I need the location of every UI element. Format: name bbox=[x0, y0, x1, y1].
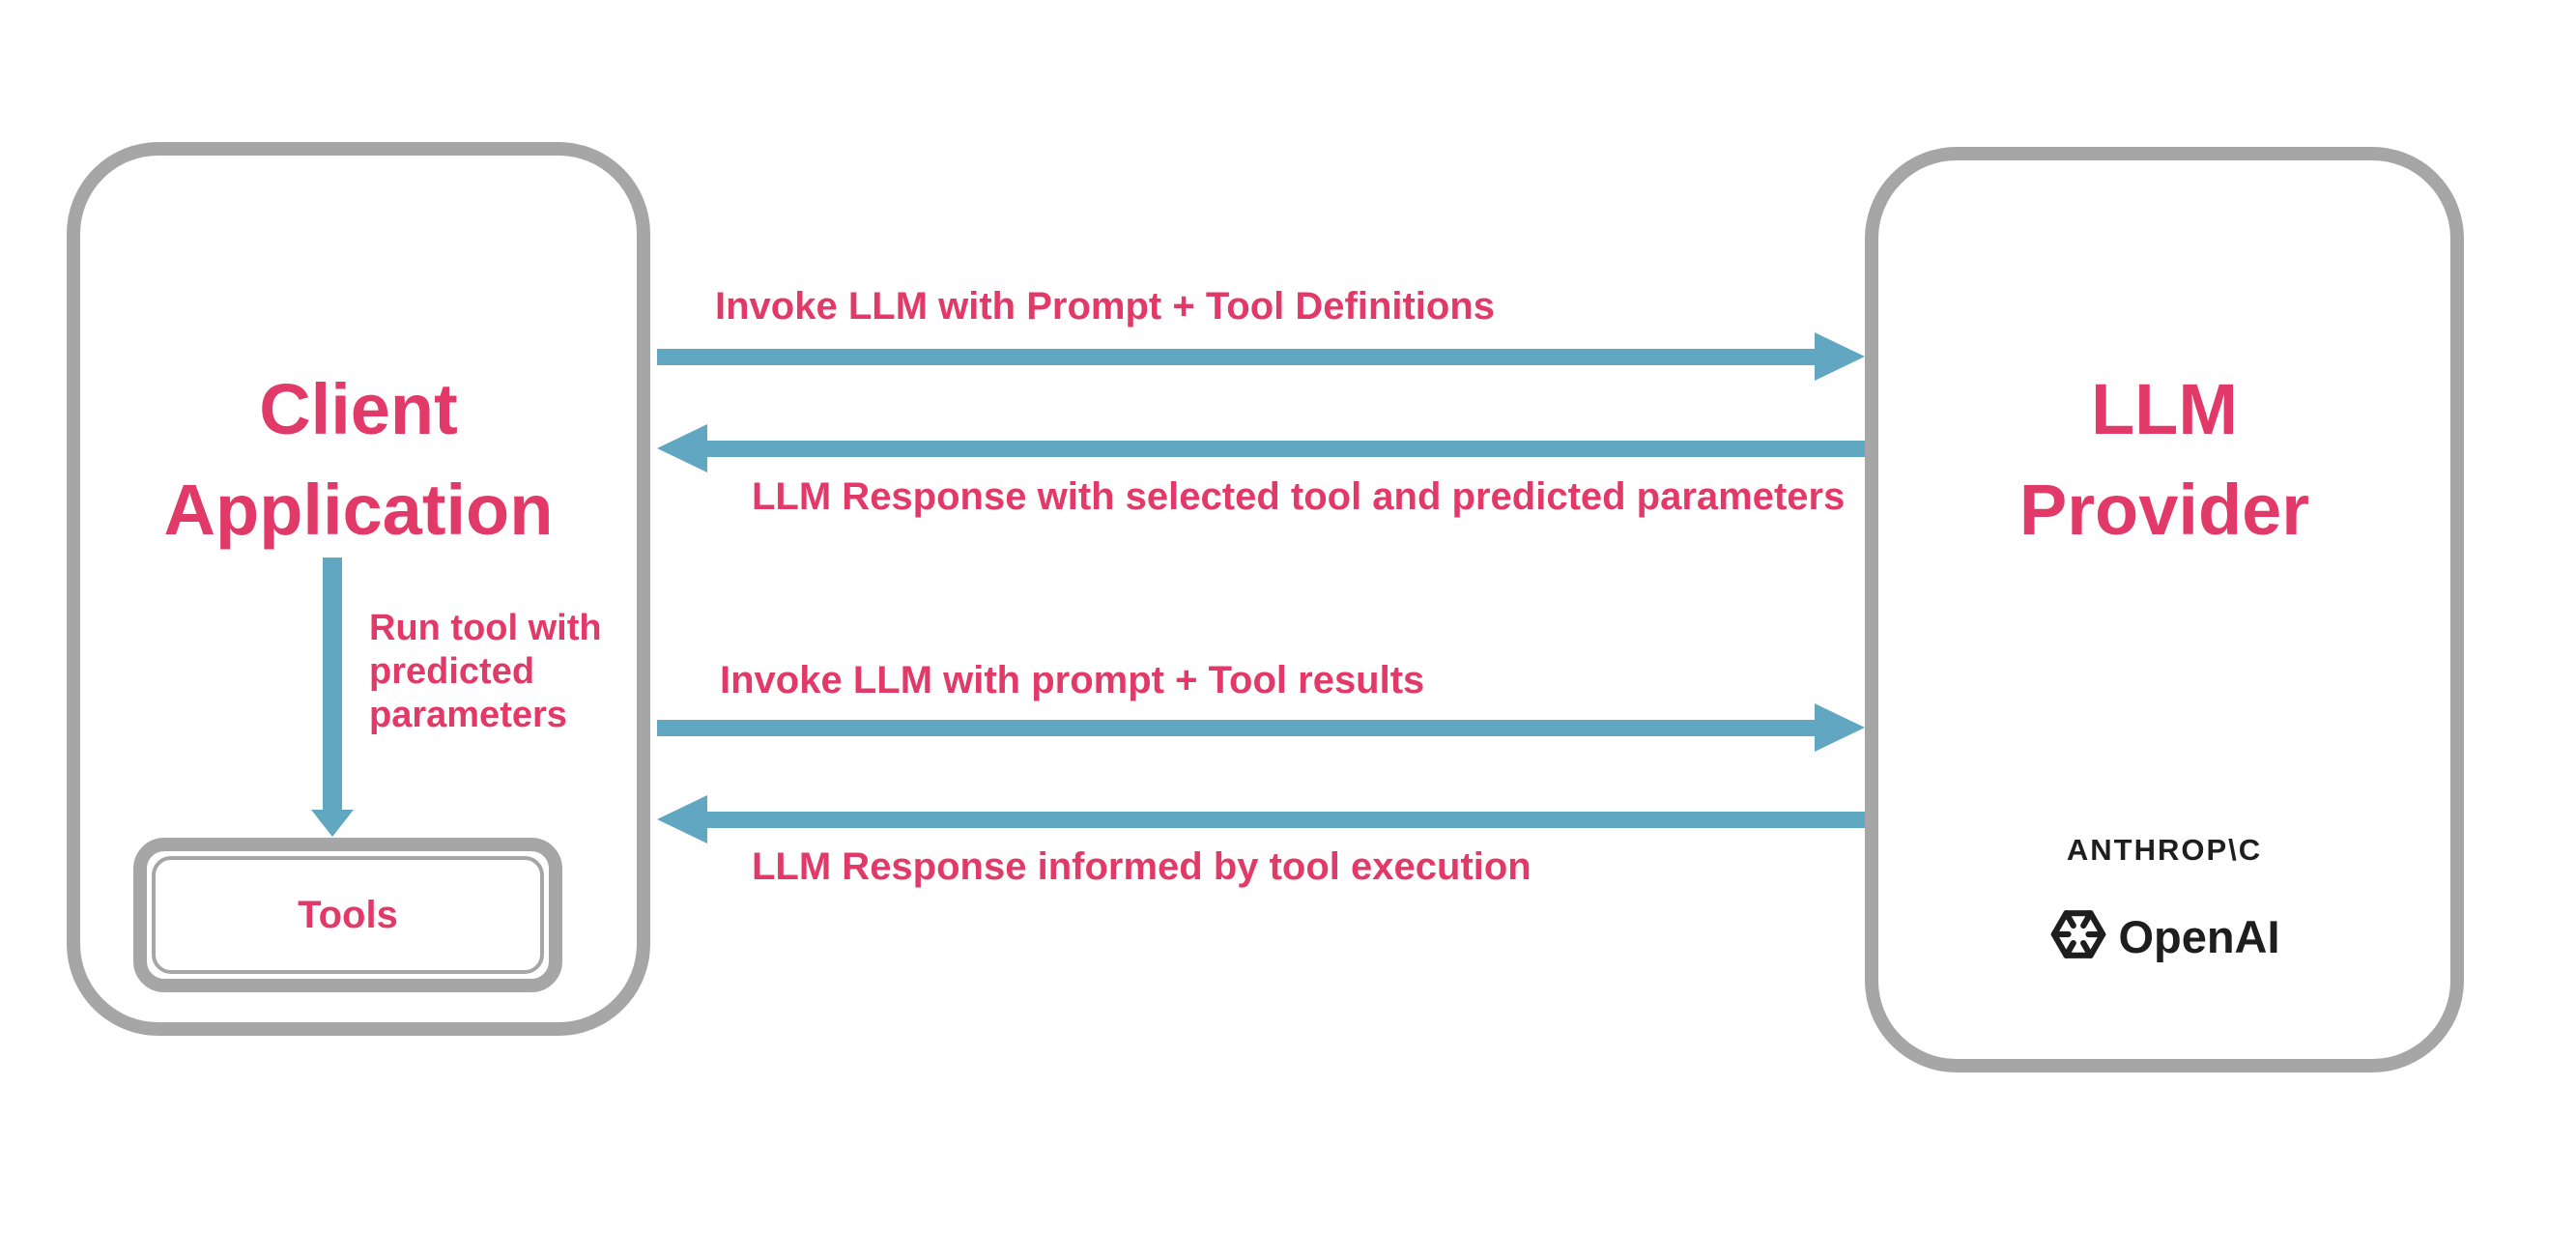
arrow-invoke-results-head-right-icon bbox=[1815, 703, 1865, 752]
arrow-response-informed-shaft bbox=[707, 812, 1865, 828]
arrow-response-selected-head-left-icon bbox=[657, 424, 707, 472]
arrow-run-tool-shaft bbox=[323, 558, 342, 810]
openai-logo: OpenAI bbox=[1865, 904, 2464, 969]
tools-label: Tools bbox=[298, 893, 398, 936]
client-application-title: Client Application bbox=[163, 369, 554, 550]
llm-provider-node bbox=[1865, 147, 2464, 1072]
arrow-invoke-definitions-shaft bbox=[657, 349, 1815, 365]
edge-label-response-informed: LLM Response informed by tool execution bbox=[752, 845, 1531, 888]
arrow-run-tool-head-down-icon bbox=[311, 810, 354, 837]
tools-node: Tools bbox=[133, 838, 562, 992]
arrow-response-selected-shaft bbox=[707, 441, 1865, 457]
edge-label-invoke-with-definitions: Invoke LLM with Prompt + Tool Definition… bbox=[715, 285, 1496, 328]
edge-label-run-tool: Run tool with predicted parameters bbox=[369, 608, 602, 735]
openai-wordmark: OpenAI bbox=[2118, 911, 2280, 962]
anthropic-logo: ANTHROP\C bbox=[2066, 833, 2263, 867]
edge-label-invoke-with-results: Invoke LLM with prompt + Tool results bbox=[720, 659, 1425, 701]
tools-inner-border: Tools bbox=[152, 856, 544, 974]
arrow-invoke-definitions-head-right-icon bbox=[1815, 332, 1865, 381]
arrow-invoke-results-shaft bbox=[657, 720, 1815, 736]
arrow-response-informed-head-left-icon bbox=[657, 795, 707, 843]
openai-flower-icon bbox=[2048, 904, 2108, 969]
llm-provider-title: LLM Provider bbox=[2018, 369, 2310, 550]
edge-label-response-selected-tool: LLM Response with selected tool and pred… bbox=[752, 475, 1846, 518]
